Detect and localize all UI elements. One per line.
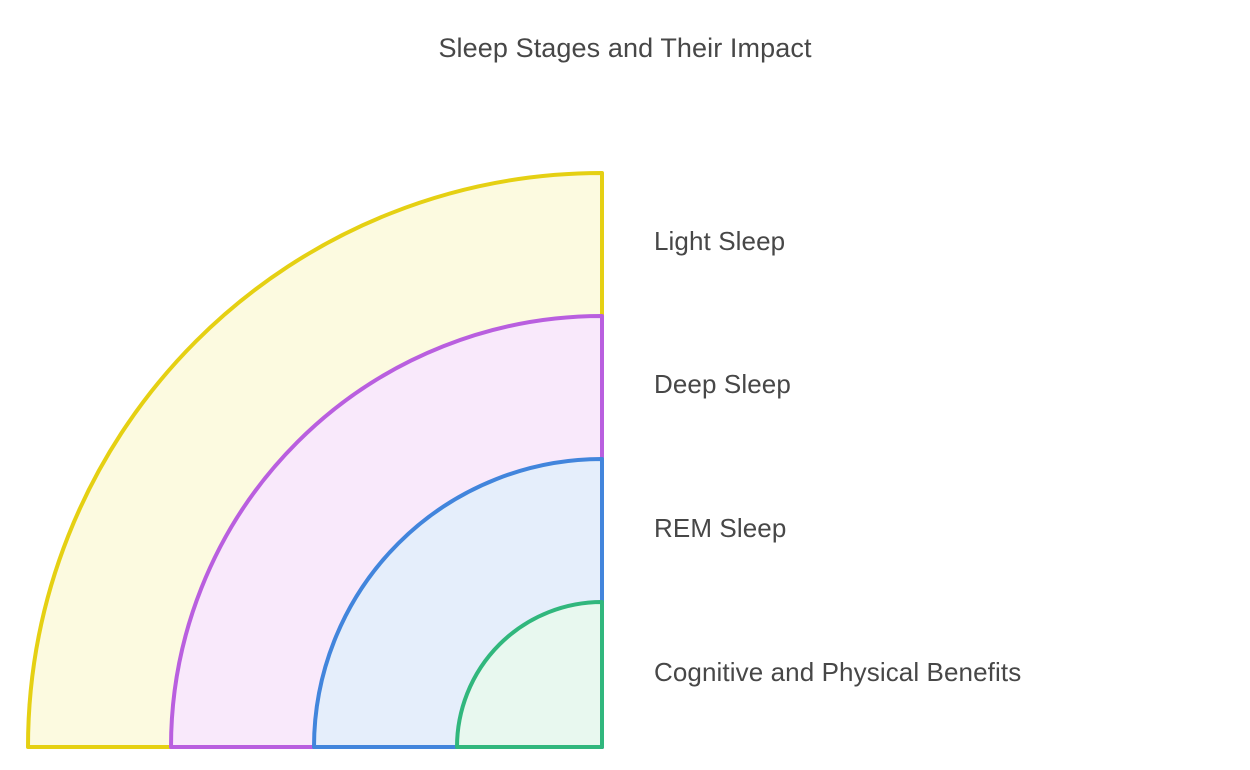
arc-segment[interactable] <box>455 600 604 749</box>
stage-label-3[interactable]: Cognitive and Physical Benefits <box>654 657 1022 687</box>
stage-label-1[interactable]: Deep Sleep <box>654 369 791 399</box>
stage-label-2[interactable]: REM Sleep <box>654 513 787 543</box>
page-title: Sleep Stages and Their Impact <box>438 33 812 63</box>
stage-label-0[interactable]: Light Sleep <box>654 226 786 256</box>
